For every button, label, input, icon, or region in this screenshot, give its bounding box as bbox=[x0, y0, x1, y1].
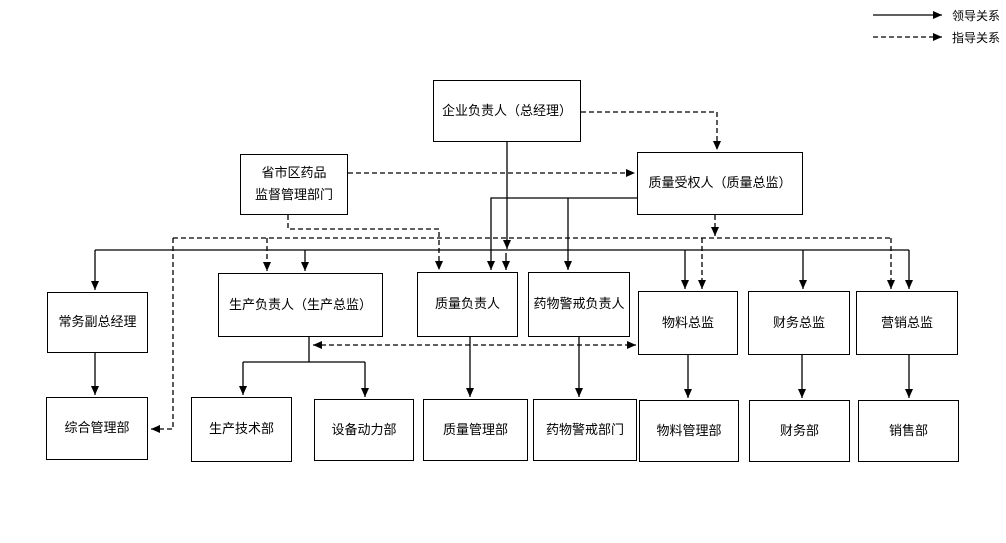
wire-qa-to-quality bbox=[487, 197, 637, 270]
node-pharmacovigilance-dept: 药物警戒部门 bbox=[533, 399, 637, 461]
node-equipment-power-dept: 设备动力部 bbox=[314, 399, 414, 461]
node-quality-authorized-person: 质量受权人（质量总监） bbox=[637, 152, 803, 215]
wire-prod-sub-bus bbox=[243, 337, 365, 363]
wire-gm-to-qa bbox=[581, 111, 721, 150]
node-quality-head: 质量负责人 bbox=[417, 272, 518, 337]
node-materials-management-dept: 物料管理部 bbox=[639, 400, 739, 462]
node-general-admin-dept: 综合管理部 bbox=[46, 397, 148, 460]
node-quality-management-dept: 质量管理部 bbox=[423, 399, 528, 461]
node-finance-director: 财务总监 bbox=[748, 291, 850, 355]
node-marketing-director: 营销总监 bbox=[856, 291, 958, 355]
legend-guidance-row: 指导关系 bbox=[872, 26, 1000, 48]
wire-regulator-to-quality bbox=[287, 215, 443, 270]
node-executive-deputy-gm: 常务副总经理 bbox=[47, 292, 148, 353]
legend-solid-arrow-icon bbox=[872, 11, 942, 19]
legend-leader-row: 领导关系 bbox=[872, 4, 1000, 26]
node-finance-dept: 财务部 bbox=[749, 400, 850, 462]
node-production-director: 生产负责人（生产总监） bbox=[218, 273, 383, 337]
node-drug-regulatory-line1: 省市区药品 bbox=[261, 166, 327, 181]
legend: 领导关系 指导关系 bbox=[872, 4, 1000, 48]
wire-guidance-to-admin bbox=[151, 238, 174, 433]
node-production-tech-dept: 生产技术部 bbox=[191, 397, 292, 462]
legend-leader-label: 领导关系 bbox=[951, 8, 1000, 23]
legend-dashed-arrow-icon bbox=[872, 33, 942, 41]
node-sales-dept: 销售部 bbox=[858, 400, 959, 462]
node-drug-regulatory-department: 省市区药品 监督管理部门 bbox=[240, 154, 348, 215]
node-drug-regulatory-line2: 监督管理部门 bbox=[254, 188, 333, 203]
node-materials-director: 物料总监 bbox=[638, 291, 738, 355]
node-pharmacovigilance-head: 药物警戒负责人 bbox=[528, 272, 630, 337]
legend-guidance-label: 指导关系 bbox=[951, 30, 1000, 45]
node-general-manager: 企业负责人（总经理） bbox=[433, 80, 581, 142]
